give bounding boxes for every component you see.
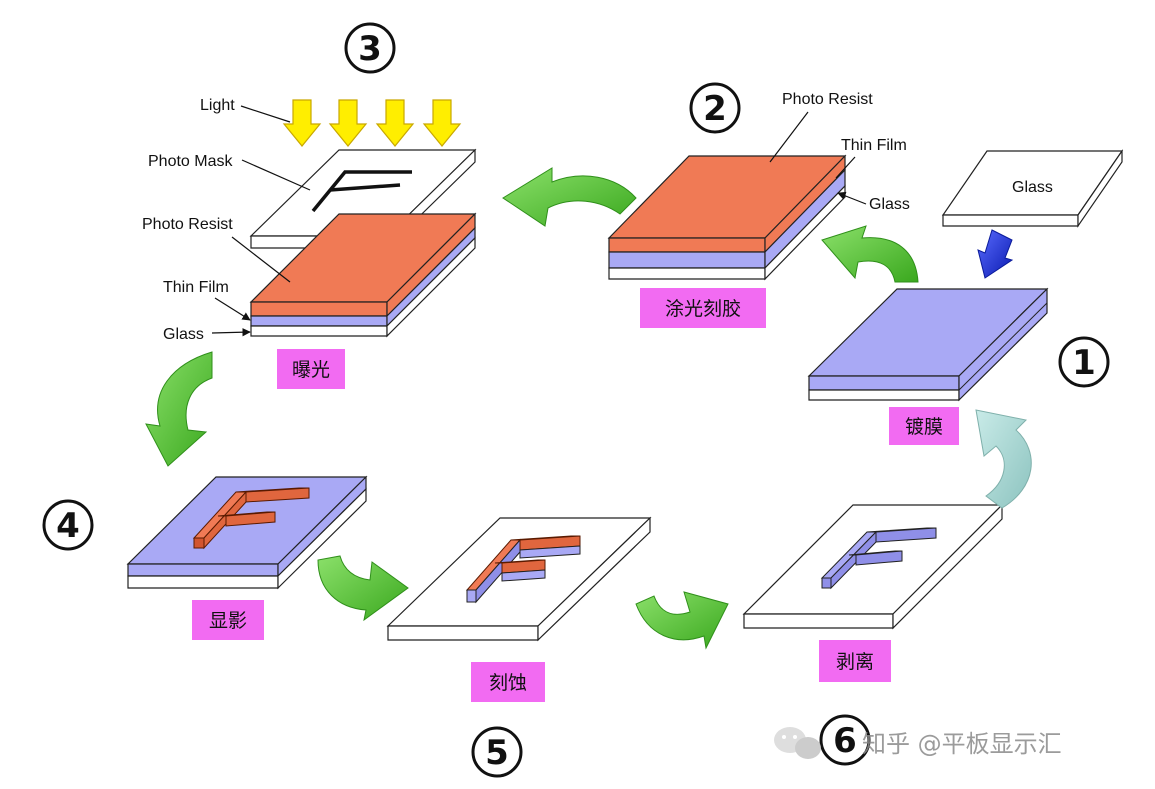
step-6-number-circle xyxy=(819,714,871,766)
step-1-name: 镀膜 xyxy=(905,416,943,438)
curved-arrow-icon xyxy=(502,167,637,227)
coated-plate xyxy=(807,287,1049,402)
pointer-thin-film-2 xyxy=(835,156,856,179)
watermark-text: 知乎 @平板显示汇 xyxy=(862,730,1062,758)
light-arrow-icon xyxy=(282,99,462,147)
step-6-group: 剥离 6 xyxy=(742,503,1004,766)
curved-arrow-icon xyxy=(635,591,729,650)
step-4-name: 显影 xyxy=(209,610,247,632)
step-4-number: 4 xyxy=(56,506,80,546)
down-arrow-icon xyxy=(977,229,1014,279)
step-3-name: 曝光 xyxy=(292,359,330,381)
thin-film-label-3: Thin Film xyxy=(163,279,229,296)
pointer-glass-3 xyxy=(211,328,251,337)
resist-coated-plate xyxy=(607,154,847,281)
curved-arrow-icon xyxy=(975,409,1032,509)
photo-resist-label-2: Photo Resist xyxy=(782,91,873,108)
step-4-group: 显影 4 xyxy=(42,475,368,640)
pointer-light xyxy=(240,105,291,123)
curved-arrow-icon xyxy=(317,555,409,622)
pointer-photo-resist-3 xyxy=(231,236,291,283)
developed-plate xyxy=(126,475,368,590)
step-2-label-bg xyxy=(640,288,766,328)
glass-label-3: Glass xyxy=(163,326,204,343)
step-5-name: 刻蚀 xyxy=(489,672,527,694)
step-5-number: 5 xyxy=(485,733,509,773)
step-2-group: Photo Resist Thin Film Glass 涂光刻胶 2 xyxy=(607,82,910,328)
watermark: 知乎 @平板显示汇 xyxy=(774,727,1062,759)
glass-label-2: Glass xyxy=(869,196,910,213)
step-3-label-bg xyxy=(277,349,345,389)
glass-plate-initial xyxy=(941,149,1124,228)
curved-arrow-icon xyxy=(821,225,919,283)
pointer-photo-mask xyxy=(241,159,311,191)
exposure-stack xyxy=(249,212,477,338)
step-2-name: 涂光刻胶 xyxy=(665,298,741,320)
pointer-photo-resist-2 xyxy=(769,111,809,163)
curved-arrow-icon xyxy=(145,351,213,467)
step-2-number: 2 xyxy=(703,89,727,129)
step-1-group: Glass 镀膜 1 xyxy=(807,149,1124,445)
step-1-label-bg xyxy=(889,407,959,445)
photo-mask-label: Photo Mask xyxy=(148,153,233,170)
step-1-number-circle xyxy=(1058,336,1110,388)
step-1-number: 1 xyxy=(1072,343,1096,383)
step-6-label-bg xyxy=(819,640,891,682)
glass-label-initial: Glass xyxy=(1012,179,1053,196)
thin-film-label-2: Thin Film xyxy=(841,137,907,154)
stripped-plate xyxy=(742,503,1004,630)
step-3-number: 3 xyxy=(358,29,382,69)
step-2-number-circle xyxy=(689,82,741,134)
step-5-label-bg xyxy=(471,662,545,702)
step-3-group: Light Photo Mask Photo Resist Thin Film … xyxy=(142,22,477,389)
pointer-thin-film-3 xyxy=(214,297,251,321)
light-label: Light xyxy=(200,97,235,114)
step-4-label-bg xyxy=(192,600,264,640)
etched-plate xyxy=(386,516,652,642)
step-6-name: 剥离 xyxy=(836,651,874,673)
step-4-number-circle xyxy=(42,499,94,551)
wechat-icon xyxy=(774,727,821,759)
step-3-number-circle xyxy=(344,22,396,74)
photo-resist-label-3: Photo Resist xyxy=(142,216,233,233)
step-5-number-circle xyxy=(471,726,523,778)
step-6-number: 6 xyxy=(833,721,857,761)
pointer-glass-2 xyxy=(837,191,867,205)
step-5-group: 刻蚀 5 xyxy=(386,516,652,778)
